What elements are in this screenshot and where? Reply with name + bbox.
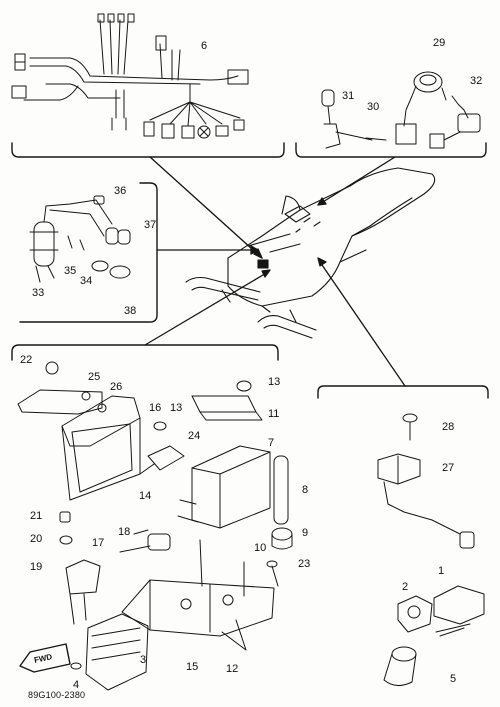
part-label-1: 1 (438, 565, 445, 577)
part-label-11: 11 (268, 408, 280, 420)
part-label-5: 5 (450, 673, 457, 685)
drawing-code: 89G100-2380 (28, 690, 86, 700)
handlebar-parts-drawing (377, 413, 485, 686)
part-label-6: 6 (201, 40, 208, 52)
part-label-13a: 13 (170, 402, 183, 414)
main-switch-drawing (321, 71, 481, 149)
part-label-19: 19 (30, 561, 43, 573)
part-label-2: 2 (402, 581, 409, 593)
leader-lines (144, 156, 406, 387)
panel-frames (11, 142, 489, 399)
part-label-32: 32 (470, 75, 483, 87)
part-label-35: 35 (64, 265, 77, 277)
part-label-33: 33 (32, 287, 45, 299)
part-label-17: 17 (92, 537, 105, 549)
snowmobile-outline (185, 167, 436, 339)
part-label-25: 25 (88, 371, 101, 383)
part-label-34: 34 (80, 275, 93, 287)
part-label-15: 15 (186, 661, 199, 673)
part-label-8: 8 (302, 484, 309, 496)
part-label-16: 16 (149, 402, 162, 414)
part-label-24: 24 (188, 430, 201, 442)
part-label-21: 21 (30, 510, 43, 522)
part-label-4: 4 (73, 679, 80, 691)
part-label-31: 31 (342, 90, 355, 102)
wire-harness-drawing (11, 13, 249, 139)
part-label-30: 30 (367, 101, 380, 113)
part-label-14: 14 (139, 490, 152, 502)
part-label-29: 29 (433, 37, 446, 49)
part-label-20: 20 (30, 533, 43, 545)
part-label-38: 38 (124, 305, 137, 317)
part-label-7: 7 (268, 437, 275, 449)
part-label-28: 28 (442, 421, 455, 433)
part-label-27: 27 (442, 462, 455, 474)
part-label-3: 3 (140, 654, 147, 666)
part-label-23: 23 (298, 558, 311, 570)
part-label-12: 12 (226, 663, 239, 675)
bracket-drawing (17, 361, 293, 691)
part-label-9: 9 (302, 527, 309, 539)
part-label-10: 10 (254, 542, 267, 554)
ignition-coil-drawing (29, 195, 131, 283)
part-label-26: 26 (110, 381, 123, 393)
part-label-22: 22 (20, 354, 33, 366)
part-label-13b: 13 (268, 376, 281, 388)
part-label-18: 18 (118, 526, 131, 538)
part-label-36: 36 (114, 185, 127, 197)
part-label-37: 37 (144, 219, 157, 231)
